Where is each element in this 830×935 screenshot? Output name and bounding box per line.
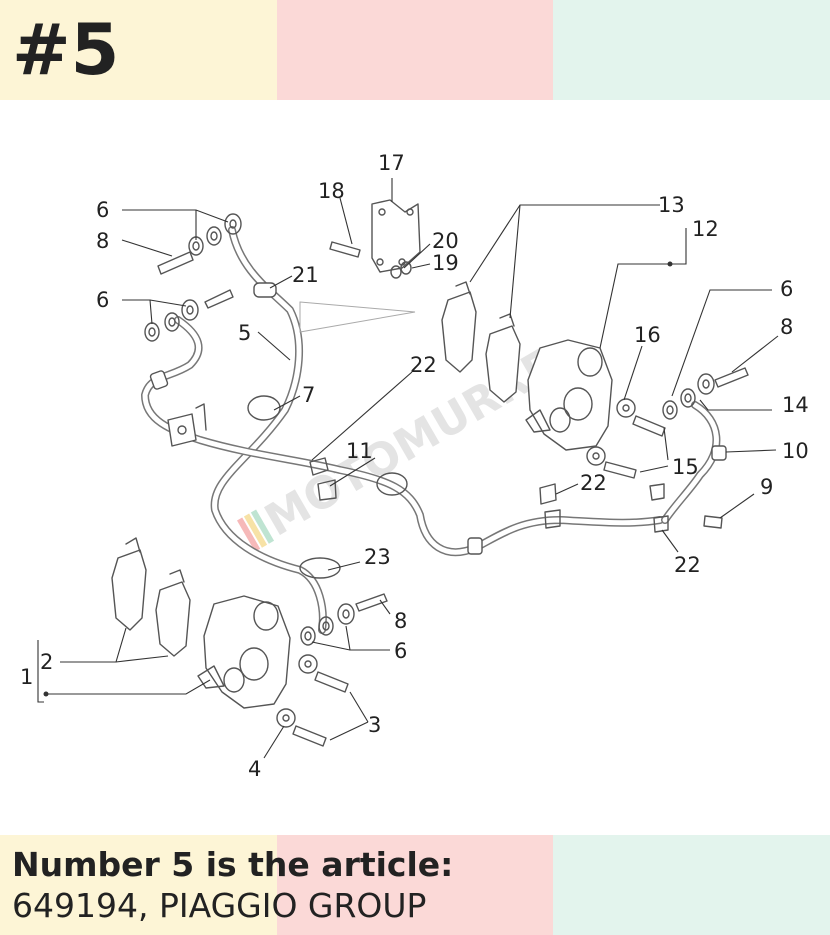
callout-20: 20 xyxy=(432,229,459,253)
lower-brake-caliper xyxy=(111,537,291,709)
callout-22: 22 xyxy=(410,353,437,377)
bottom-color-band xyxy=(0,835,830,935)
callout-2: 2 xyxy=(40,650,53,674)
callout-6: 6 xyxy=(780,277,793,301)
callout-6: 6 xyxy=(394,639,407,663)
callout-11: 11 xyxy=(346,439,373,463)
callout-8: 8 xyxy=(394,609,407,633)
callout-22: 22 xyxy=(580,471,607,495)
callout-14: 14 xyxy=(782,393,809,417)
callout-12: 12 xyxy=(692,217,719,241)
top-color-band xyxy=(0,0,830,100)
mounting-bracket xyxy=(329,199,421,279)
leader-lines xyxy=(37,178,779,759)
callout-1: 1 xyxy=(20,665,33,689)
callout-19: 19 xyxy=(432,251,459,275)
callout-10: 10 xyxy=(782,439,809,463)
caption-article-value: 649194, PIAGGIO GROUP xyxy=(12,886,427,925)
callout-15: 15 xyxy=(672,455,699,479)
callout-22: 22 xyxy=(674,553,701,577)
callout-7: 7 xyxy=(302,383,315,407)
callout-6: 6 xyxy=(96,288,109,312)
caption-title: Number 5 is the article: xyxy=(12,845,454,884)
callout-8: 8 xyxy=(780,315,793,339)
callout-23: 23 xyxy=(364,545,391,569)
callout-5: 5 xyxy=(238,321,251,345)
callout-18: 18 xyxy=(318,179,345,203)
hose-fittings xyxy=(149,282,727,555)
callout-numbers: 6 8 6 21 5 7 22 11 18 17 20 19 13 12 6 8… xyxy=(20,151,809,781)
callout-3: 3 xyxy=(368,713,381,737)
callout-8: 8 xyxy=(96,229,109,253)
callout-6: 6 xyxy=(96,198,109,222)
hose-clips xyxy=(167,395,669,579)
callout-21: 21 xyxy=(292,263,319,287)
upper-brake-caliper xyxy=(441,281,613,451)
callout-17: 17 xyxy=(378,151,405,175)
callout-16: 16 xyxy=(634,323,661,347)
washers-and-bolts xyxy=(144,213,749,747)
exploded-parts-diagram: MOTOMURRE xyxy=(20,151,809,781)
item-number-badge: #5 xyxy=(12,9,120,91)
callout-9: 9 xyxy=(760,475,773,499)
callout-13: 13 xyxy=(658,193,685,217)
hose-section-marker xyxy=(299,301,416,333)
callout-4: 4 xyxy=(248,757,261,781)
